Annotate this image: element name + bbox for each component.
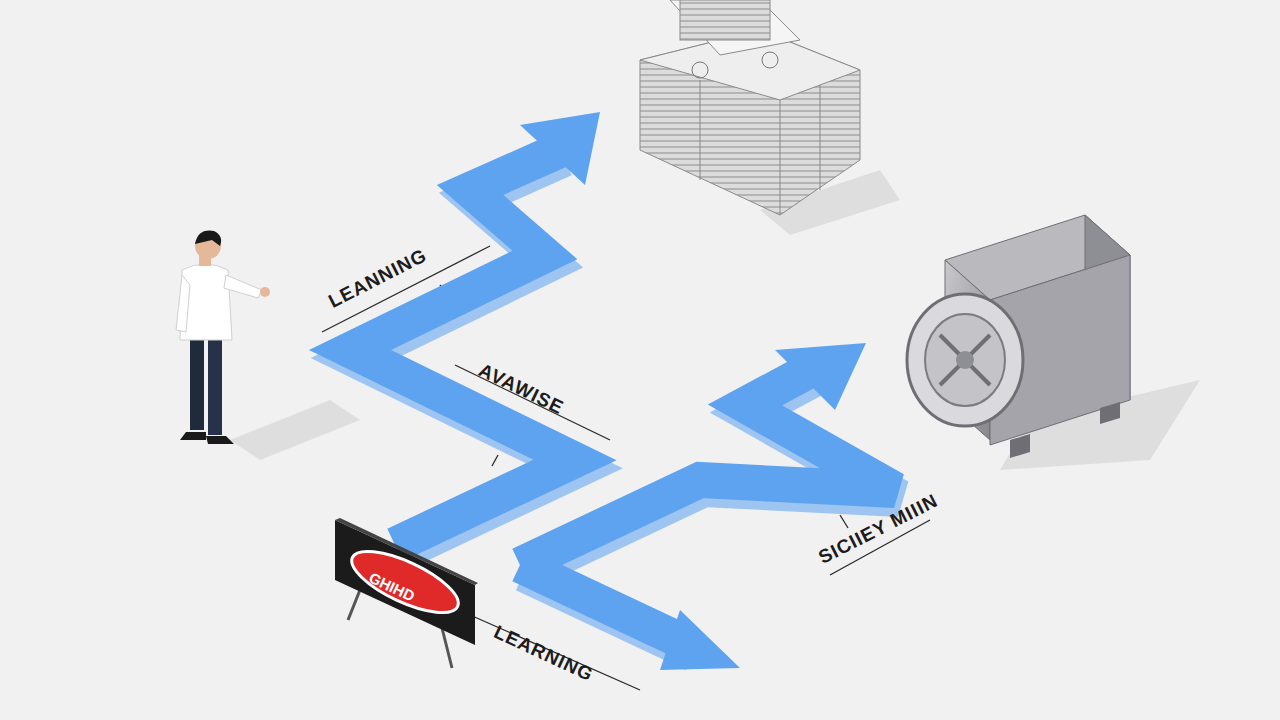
money-stacks bbox=[640, 0, 860, 215]
path-label: LEARNING bbox=[490, 621, 596, 686]
safe-vault bbox=[907, 215, 1130, 458]
person-figure bbox=[176, 231, 270, 444]
arrow-heads bbox=[520, 112, 866, 670]
warning-sign bbox=[335, 518, 478, 668]
